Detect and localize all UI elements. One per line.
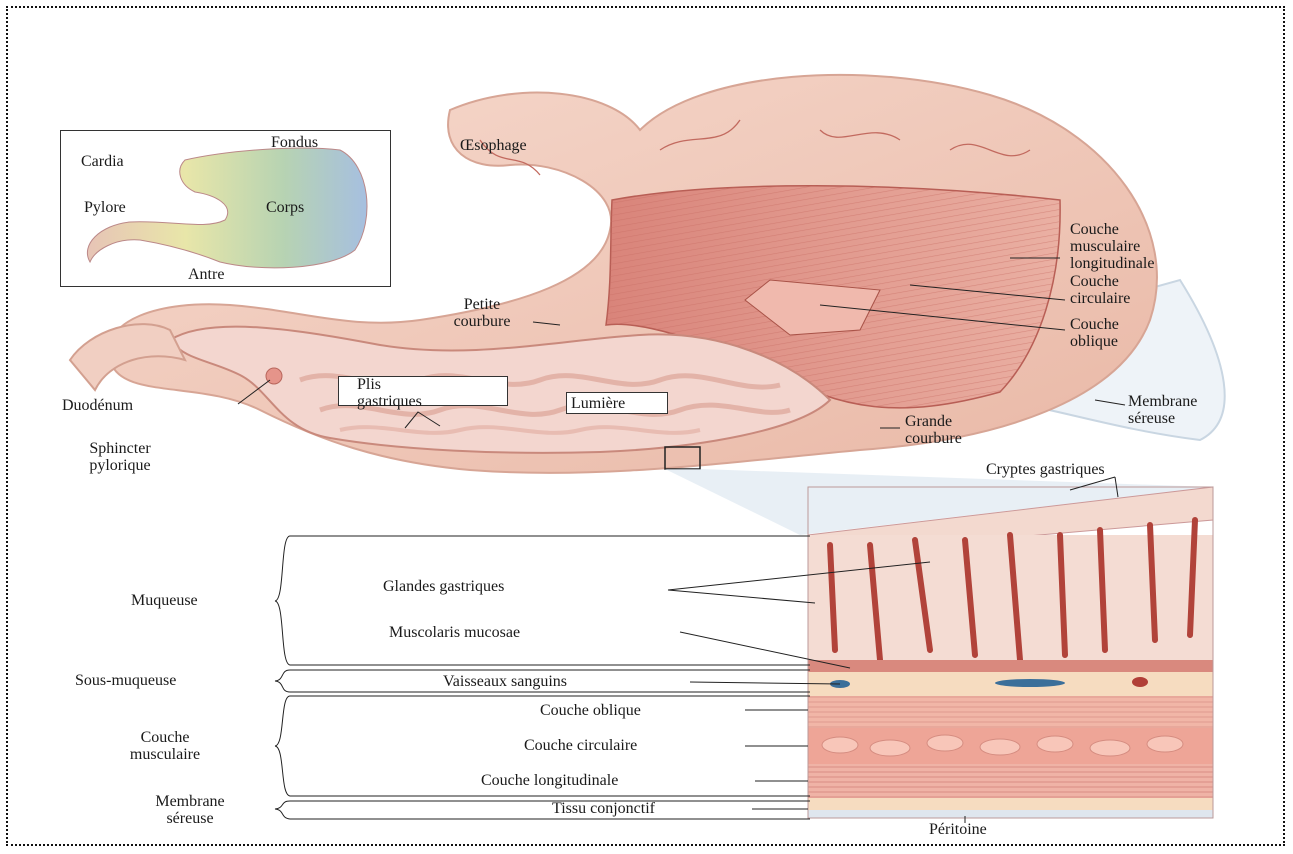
label-membrane-sereuse-top: Membrane séreuse xyxy=(1128,393,1197,427)
label-tissu-conjonctif: Tissu conjonctif xyxy=(552,800,655,817)
label-cml-1: Couche xyxy=(1070,221,1154,238)
label-couche-oblique: Couche oblique xyxy=(1070,316,1119,350)
label-courbure: courbure xyxy=(432,313,532,330)
label-sphincter: Sphincter xyxy=(70,440,170,457)
label-cryptes-gastriques: Cryptes gastriques xyxy=(986,461,1105,478)
label-cc-2: circulaire xyxy=(1070,290,1130,307)
label-couche-longitudinale-section: Couche longitudinale xyxy=(481,772,618,789)
label-petite: Petite xyxy=(432,296,532,313)
label-ms-2: séreuse xyxy=(1128,410,1197,427)
label-cm-1: Couche xyxy=(120,729,210,746)
label-peritoine: Péritoine xyxy=(929,821,987,838)
label-duodenum: Duodénum xyxy=(62,397,133,414)
label-cc-1: Couche xyxy=(1070,273,1130,290)
label-ms-1: Membrane xyxy=(1128,393,1197,410)
label-muscolaris-mucosae: Muscolaris mucosae xyxy=(389,624,520,641)
label-plis-gastriques: Plis gastriques xyxy=(357,376,422,410)
label-sous-muqueuse: Sous-muqueuse xyxy=(75,672,176,689)
label-cardia: Cardia xyxy=(81,153,124,170)
label-couche-oblique-section: Couche oblique xyxy=(540,702,641,719)
label-antre: Antre xyxy=(188,266,224,283)
label-sphincter-pylorique: Sphincter pylorique xyxy=(70,440,170,474)
label-couche-circulaire-section: Couche circulaire xyxy=(524,737,637,754)
label-petite-courbure: Petite courbure xyxy=(432,296,532,330)
label-gastriques: gastriques xyxy=(357,393,422,410)
label-co-2: oblique xyxy=(1070,333,1119,350)
label-glandes-gastriques: Glandes gastriques xyxy=(383,578,504,595)
label-grande-courbure: Grande courbure xyxy=(905,413,962,447)
label-oesophage: Œsophage xyxy=(460,137,527,154)
label-cml-2: musculaire xyxy=(1070,238,1154,255)
label-muqueuse: Muqueuse xyxy=(131,592,198,609)
tissue-block xyxy=(808,487,1213,818)
label-co-1: Couche xyxy=(1070,316,1119,333)
label-lumiere: Lumière xyxy=(571,395,625,412)
label-msb-2: séreuse xyxy=(140,810,240,827)
label-pylore: Pylore xyxy=(84,199,126,216)
label-gc-courbure: courbure xyxy=(905,430,962,447)
label-corps: Corps xyxy=(266,199,304,216)
label-plis: Plis xyxy=(357,376,422,393)
label-membrane-sereuse-bottom: Membrane séreuse xyxy=(140,793,240,827)
label-couche-musculaire-longitudinale: Couche musculaire longitudinale xyxy=(1070,221,1154,272)
label-couche-circulaire: Couche circulaire xyxy=(1070,273,1130,307)
label-vaisseaux-sanguins: Vaisseaux sanguins xyxy=(443,673,567,690)
label-cm-2: musculaire xyxy=(120,746,210,763)
label-fondus: Fondus xyxy=(271,134,318,151)
label-msb-1: Membrane xyxy=(140,793,240,810)
label-pylorique: pylorique xyxy=(70,457,170,474)
label-cml-3: longitudinale xyxy=(1070,255,1154,272)
label-couche-musculaire: Couche musculaire xyxy=(120,729,210,763)
label-grande: Grande xyxy=(905,413,962,430)
